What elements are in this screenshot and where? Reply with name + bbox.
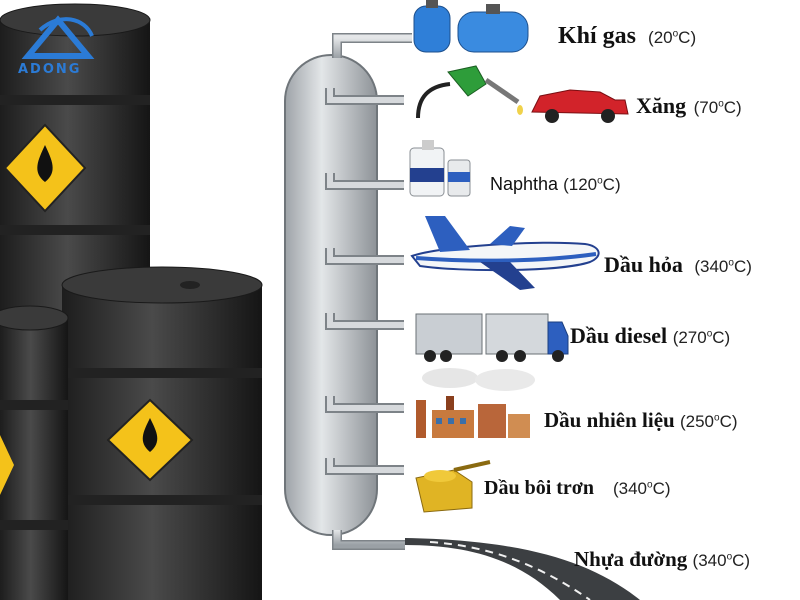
product-name: Dầu hỏa	[604, 252, 683, 277]
distillation-column	[284, 33, 412, 550]
outlet-pipe-inner	[327, 313, 404, 328]
product-temp: (20oC)	[648, 28, 697, 47]
road-icon	[405, 538, 640, 600]
product-name: Dầu diesel	[570, 323, 668, 348]
outlet-pipe-inner	[327, 88, 404, 103]
product-name: Xăng	[636, 93, 687, 118]
label-fuel-oil: Dầu nhiên liệu (250oC)	[544, 410, 738, 431]
outlet-pipe-inner	[327, 248, 404, 263]
product-temp: (340oC)	[692, 551, 751, 570]
product-name: Dầu bôi trơn	[484, 477, 594, 499]
column-outlets	[325, 88, 404, 475]
product-temp: (70oC)	[693, 98, 742, 117]
oil-drop-icon	[142, 418, 158, 452]
factory-icon	[416, 368, 535, 438]
gas-cylinder-icon	[413, 0, 529, 53]
product-name: Nhựa đường	[574, 547, 688, 571]
barrel-bottom-left	[0, 305, 69, 600]
product-name: Dầu nhiên liệu	[544, 408, 675, 432]
label-gas: Khí gas (20oC)	[558, 24, 696, 48]
product-name: Khí gas	[558, 23, 637, 49]
label-diesel: Dầu diesel (270oC)	[570, 325, 730, 347]
product-temp: (250oC)	[679, 412, 738, 431]
airplane-icon	[410, 216, 600, 290]
warning-diamond-icon	[0, 435, 14, 495]
product-temp: (270oC)	[672, 328, 731, 347]
truck-icon	[415, 313, 569, 362]
product-temp: (340oC)	[694, 257, 752, 276]
product-name: Naphtha	[490, 174, 559, 194]
company-logo-text: ADONG	[18, 62, 82, 77]
company-logo	[21, 15, 95, 59]
oil-drop-icon	[37, 145, 53, 182]
product-temp: (340oC)	[612, 479, 671, 498]
label-gasoline: Xăng (70oC)	[636, 95, 742, 117]
barrel-right	[61, 266, 263, 600]
fuel-nozzle-car-icon	[416, 65, 629, 123]
label-kerosene: Dầu hỏa (340oC)	[604, 254, 752, 276]
outlet-pipe-inner	[327, 458, 404, 473]
outlet-pipe-inner	[327, 173, 404, 188]
product-temp: (120oC)	[563, 175, 621, 194]
oil-barrels	[0, 3, 263, 600]
oil-can-icon	[415, 460, 491, 513]
chemical-bottles-icon	[409, 140, 471, 197]
outlet-pipe-inner	[327, 396, 404, 411]
label-lubricant: Dầu bôi trơn (340oC)	[484, 478, 671, 498]
label-naphtha: Naphtha (120oC)	[490, 175, 621, 193]
label-asphalt: Nhựa đường (340oC)	[574, 549, 750, 570]
barrel-top	[0, 3, 151, 320]
